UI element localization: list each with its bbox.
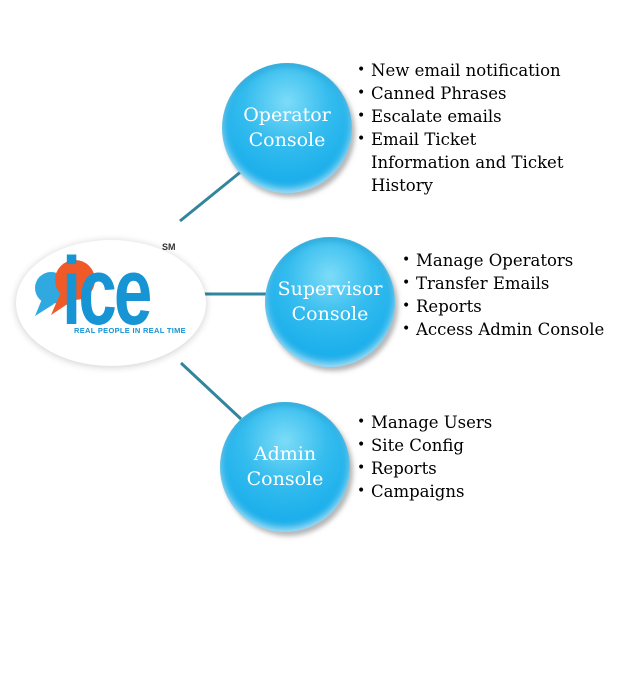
list-item-text: Transfer Emails — [416, 274, 550, 293]
list-item: • Access Admin Console — [402, 318, 616, 341]
bullet-icon: • — [357, 62, 366, 78]
brand-wordmark: ice — [62, 238, 152, 345]
bullet-icon: • — [357, 108, 366, 124]
bullet-icon: • — [357, 131, 366, 147]
list-item-text: Access Admin Console — [416, 320, 605, 339]
supervisor-label-line1: Supervisor — [277, 278, 383, 300]
list-item: • New email notification — [357, 59, 579, 82]
supervisor-feature-list: • Manage Operators • Transfer Emails • R… — [402, 249, 616, 341]
list-item: • Manage Users — [357, 411, 571, 434]
list-item: • Campaigns — [357, 480, 571, 503]
list-item-text: Email Ticket Information and Ticket Hist… — [371, 130, 564, 195]
bullet-icon: • — [357, 437, 366, 453]
bullet-icon: • — [357, 460, 366, 476]
bullet-icon: • — [357, 414, 366, 430]
list-item: • Canned Phrases — [357, 82, 579, 105]
bullet-icon: • — [357, 85, 366, 101]
list-item: • Site Config — [357, 434, 571, 457]
list-item-text: Manage Users — [371, 413, 493, 432]
connector-operator — [179, 168, 244, 223]
list-item-text: Campaigns — [371, 482, 465, 501]
blue-bubble-tail — [35, 299, 54, 316]
orange-bubble-icon — [55, 260, 95, 300]
operator-console-node: Operator Console — [222, 63, 352, 193]
speech-bubbles-icon — [35, 260, 95, 316]
orange-bubble-tail — [51, 294, 72, 315]
operator-console-label: Operator Console — [243, 103, 331, 153]
servicemark-label: SM — [162, 242, 176, 252]
ice-logo: ice SM REAL PEOPLE IN REAL TIME — [16, 240, 206, 366]
bullet-icon: • — [402, 321, 411, 337]
list-item-text: New email notification — [371, 61, 561, 80]
list-item-text: Reports — [416, 297, 482, 316]
bullet-icon: • — [402, 275, 411, 291]
operator-label-line1: Operator — [243, 104, 331, 126]
brand-tagline: REAL PEOPLE IN REAL TIME — [74, 326, 186, 335]
list-item: • Transfer Emails — [402, 272, 616, 295]
admin-console-node: Admin Console — [220, 402, 350, 532]
admin-feature-list: • Manage Users • Site Config • Reports •… — [357, 411, 571, 503]
admin-console-label: Admin Console — [247, 442, 324, 492]
operator-feature-list: • New email notification • Canned Phrase… — [357, 59, 579, 197]
list-item-text: Canned Phrases — [371, 84, 507, 103]
list-item-text: Escalate emails — [371, 107, 502, 126]
supervisor-console-node: Supervisor Console — [265, 237, 395, 367]
bullet-icon: • — [402, 252, 411, 268]
list-item: • Reports — [357, 457, 571, 480]
admin-label-line1: Admin — [253, 443, 317, 465]
list-item-text: Reports — [371, 459, 437, 478]
list-item: • Email Ticket Information and Ticket Hi… — [357, 128, 579, 197]
list-item: • Escalate emails — [357, 105, 579, 128]
supervisor-console-label: Supervisor Console — [278, 277, 383, 327]
list-item-text: Site Config — [371, 436, 464, 455]
supervisor-label-line2: Console — [291, 303, 369, 325]
bullet-icon: • — [357, 483, 366, 499]
list-item-text: Manage Operators — [416, 251, 574, 270]
bullet-icon: • — [402, 298, 411, 314]
operator-label-line2: Console — [248, 129, 326, 151]
list-item: • Reports — [402, 295, 616, 318]
list-item: • Manage Operators — [402, 249, 616, 272]
admin-label-line2: Console — [246, 468, 324, 490]
connector-admin — [179, 361, 243, 421]
